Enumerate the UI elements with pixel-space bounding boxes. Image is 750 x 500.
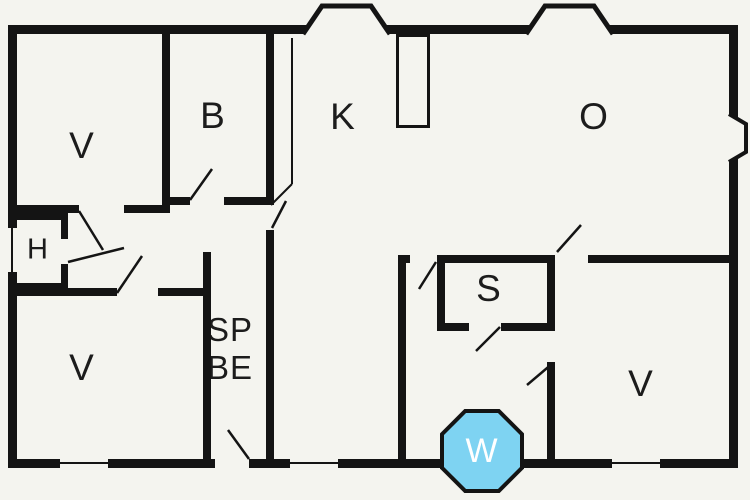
room-label-s: S <box>476 268 502 309</box>
outer-wall-right <box>729 25 738 468</box>
kitchen-fixture <box>396 34 430 128</box>
wall-s-bottom-a <box>437 323 469 331</box>
door-leaf-v-bottom-right <box>556 224 582 253</box>
wall-s-top <box>437 255 555 263</box>
window-bottom-right <box>612 462 660 464</box>
door-leaf-bottom-entry <box>226 429 251 460</box>
room-label-o: O <box>579 96 609 137</box>
wall-s-left <box>437 263 445 327</box>
wall-b-bottom-right <box>224 197 274 205</box>
door-leaf-corridor-k <box>270 200 288 229</box>
door-leaf-s <box>475 326 501 352</box>
bay1-sill-line <box>312 28 382 30</box>
window-bottom-left <box>60 462 108 464</box>
wall-b-k <box>266 34 274 202</box>
wc-octagon-fill: W <box>444 413 520 489</box>
k-partition-diagonal <box>270 183 293 206</box>
wall-o-vbr <box>588 255 738 263</box>
room-label-v-top-left: V <box>69 125 95 166</box>
wall-wroom-left <box>398 255 406 459</box>
door-leaf-b <box>188 168 214 201</box>
outer-wall-bottom <box>8 459 738 468</box>
room-label-v-bottom-right: V <box>628 363 654 404</box>
wall-w-vbr-upper <box>547 255 555 330</box>
wall-hall-vbl-b <box>158 288 211 296</box>
wall-s-bottom-b <box>501 323 555 331</box>
wall-h-right-upper <box>61 213 68 239</box>
door-right-gap <box>729 118 738 158</box>
room-label-wc: W <box>465 431 499 470</box>
wall-corridor-right <box>266 230 274 459</box>
room-label-v-bottom-left: V <box>69 347 95 388</box>
room-label-h: H <box>27 233 49 266</box>
wall-vtopleft-bottom-a <box>17 205 79 213</box>
room-label-k: K <box>330 96 356 137</box>
wall-b-bottom-left <box>162 197 190 205</box>
wall-h-bottom <box>10 283 68 290</box>
wall-hall-vbl-a <box>17 288 117 296</box>
wall-h-right-lower <box>61 264 68 290</box>
bay2-sill-line <box>537 28 605 30</box>
door-leaf-v-top-left <box>77 210 105 251</box>
door-leaf-v-bottom-left <box>115 255 144 294</box>
wall-vtopleft-bottom-b <box>124 205 170 213</box>
wall-h-top <box>10 213 68 220</box>
wall-vtopleft-b <box>162 34 170 205</box>
door-bottom-gap <box>215 459 249 468</box>
wall-w-vbr-lower <box>547 362 555 459</box>
window-h-left <box>11 228 13 272</box>
door-leaf-h <box>67 246 125 264</box>
wc-octagon-marker: W <box>440 409 524 493</box>
room-label-be: BE <box>206 349 254 386</box>
wall-corridor-left <box>203 252 211 459</box>
room-label-b: B <box>200 95 226 136</box>
door-leaf-w-room <box>417 261 438 290</box>
window-bottom-mid <box>290 462 338 464</box>
room-label-sp: SP <box>206 311 254 348</box>
